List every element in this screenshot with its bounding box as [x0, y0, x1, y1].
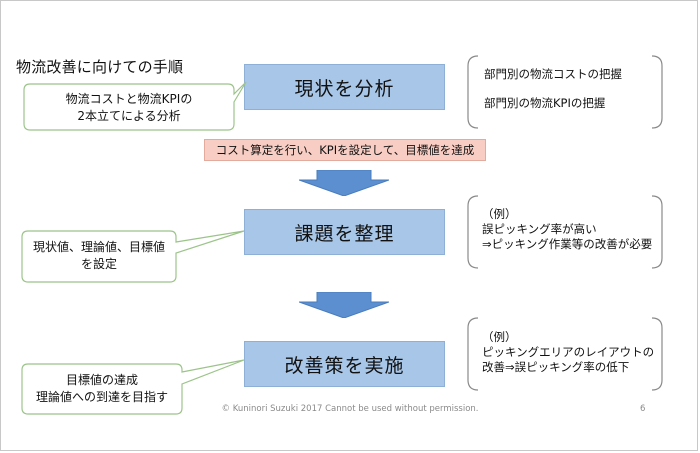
copyright-footer: © Kuninori Suzuki 2017 Cannot be used wi… — [221, 404, 479, 414]
side-note-2-line-1: （例） — [482, 207, 517, 221]
step-implement-measures: 改善策を実施 — [244, 341, 445, 387]
callout-1-line-2: 2本立てによる分析 — [77, 109, 181, 123]
side-note-1: 部門別の物流コストの把握 部門別の物流KPIの把握 — [484, 67, 622, 111]
callout-3: 目標値の達成 理論値への到達を目指す — [22, 372, 182, 406]
side-note-3-line-1: （例） — [482, 330, 517, 344]
callout-2-line-2: を設定 — [80, 257, 117, 271]
side-note-2-line-2: 誤ピッキング率が高い — [482, 222, 597, 236]
callout-3-line-1: 目標値の達成 — [65, 373, 138, 387]
callout-2: 現状値、理論値、目標値 を設定 — [22, 239, 176, 273]
callout-1: 物流コストと物流KPIの 2本立てによる分析 — [24, 91, 234, 125]
callout-2-line-1: 現状値、理論値、目標値 — [32, 240, 165, 254]
side-note-3-line-3: 改善⇒誤ピッキング率の低下 — [482, 360, 630, 374]
step-organize-issues: 課題を整理 — [244, 209, 445, 255]
side-note-1-line-1: 部門別の物流コストの把握 — [484, 67, 622, 81]
callout-2-shape — [21, 230, 245, 283]
down-arrow-icon — [299, 170, 389, 196]
step-analyze-current: 現状を分析 — [244, 64, 445, 110]
callout-3-shape — [21, 359, 245, 415]
side-note-3: （例） ピッキングエリアのレイアウトの 改善⇒誤ピッキング率の低下 — [482, 330, 654, 375]
callout-1-shape — [23, 81, 247, 131]
pink-note: コスト算定を行い、KPIを設定して、目標値を達成 — [204, 139, 486, 161]
side-note-1-line-2: 部門別の物流KPIの把握 — [484, 96, 606, 110]
side-note-2-line-3: ⇒ピッキング作業等の改善が必要 — [482, 237, 653, 251]
callout-3-line-2: 理論値への到達を目指す — [35, 390, 168, 404]
callout-1-line-1: 物流コストと物流KPIの — [65, 92, 193, 106]
brace-brackets — [467, 55, 663, 391]
side-note-3-line-2: ピッキングエリアのレイアウトの — [482, 345, 655, 359]
down-arrow-icon — [299, 292, 389, 318]
page-number: 6 — [640, 404, 646, 414]
side-note-2: （例） 誤ピッキング率が高い ⇒ピッキング作業等の改善が必要 — [482, 207, 652, 252]
slide-title: 物流改善に向けての手順 — [16, 58, 184, 76]
